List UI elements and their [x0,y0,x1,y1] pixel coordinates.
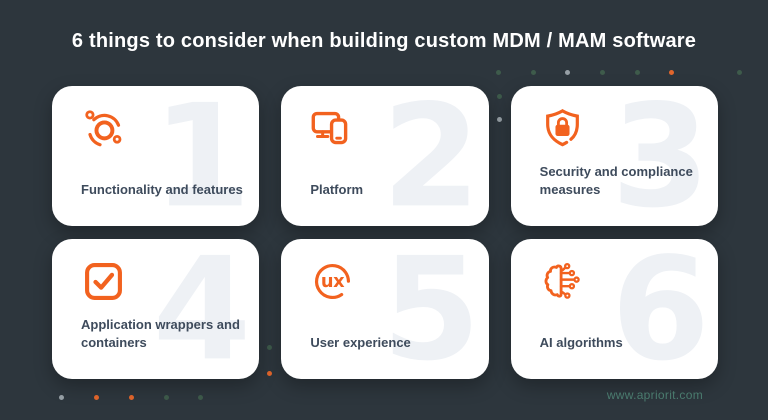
card-number: 5 [381,239,481,379]
decor-dot [129,395,134,400]
card-number: 1 [152,86,252,226]
card-label: Application wrappers and containers [81,317,240,351]
decor-dot [669,70,674,75]
decor-dot [94,395,99,400]
decor-dot [497,94,502,99]
card-number: 2 [381,86,481,226]
decor-dot [267,345,272,350]
decor-dot [267,371,272,376]
card-security-compliance: 3 Security and compliance measures [510,86,718,226]
card-functionality-features: 1 Functionality and features [52,86,260,226]
ai-brain-icon [540,259,585,304]
decor-dot [600,70,605,75]
card-number: 6 [611,239,710,379]
decor-dot [565,70,570,75]
card-platform: 2 Platform [281,86,489,226]
decor-dot [198,395,203,400]
page-title: 6 things to consider when building custo… [71,30,697,52]
ux-circle-icon: ux [310,259,355,304]
decor-dot [164,395,169,400]
card-app-wrappers-containers: 4 Application wrappers and containers [52,239,260,379]
decor-dot [59,395,64,400]
card-label: Functionality and features [81,182,243,198]
shield-lock-icon [540,106,585,151]
card-label: Platform [310,182,364,198]
card-label: User experience [310,335,411,351]
ux-icon-text: ux [321,271,345,292]
checkbox-icon [81,259,126,304]
decor-dot [635,70,640,75]
card-label: Security and compliance measures [539,164,693,198]
website-url: www.apriorit.com [606,388,703,402]
devices-icon [310,106,355,151]
card-label: AI algorithms [539,335,623,351]
card-user-experience: 5 ux User experience [281,239,489,379]
cards-grid: 1 Functionality and features 2 [52,86,718,379]
card-number: 4 [152,239,252,379]
orbit-icon [81,106,126,151]
decor-dot [497,117,502,122]
card-ai-algorithms: 6 AI algorithms [510,239,718,379]
decor-dot [737,70,742,75]
decor-dot [496,70,501,75]
card-number: 3 [611,86,710,226]
decor-dot [531,70,536,75]
